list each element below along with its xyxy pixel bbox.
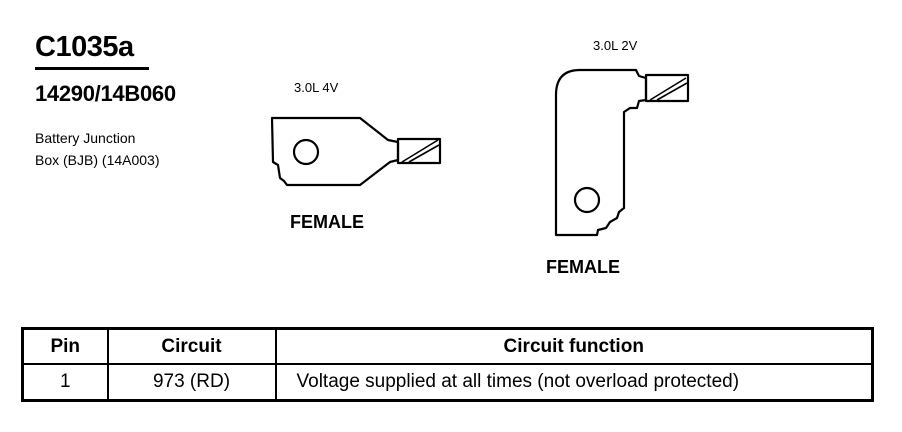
gender-label-2v: FEMALE <box>546 257 620 277</box>
description-line-2: Box (BJB) (14A003) <box>35 152 160 168</box>
title-underline <box>35 67 149 70</box>
pin-table: Pin Circuit Circuit function 1 973 (RD) … <box>21 327 874 402</box>
header-circuit-function: Circuit function <box>274 327 874 365</box>
female-terminal-straight-icon <box>270 116 442 187</box>
cell-circuit-function: Voltage supplied at all times (not overl… <box>274 363 874 402</box>
header-pin: Pin <box>21 327 109 365</box>
description-line-1: Battery Junction <box>35 130 136 146</box>
part-number: 14290/14B060 <box>35 81 176 106</box>
view-label-2v: 3.0L 2V <box>593 38 638 53</box>
female-terminal-angled-icon <box>554 68 690 237</box>
gender-label-4v: FEMALE <box>290 212 364 232</box>
table-row: 1 973 (RD) Voltage supplied at all times… <box>21 363 874 402</box>
header-circuit: Circuit <box>106 327 277 365</box>
view-label-4v: 3.0L 4V <box>294 80 339 95</box>
table-header-row: Pin Circuit Circuit function <box>21 327 874 365</box>
connector-id: C1035a <box>35 31 134 63</box>
cell-pin: 1 <box>21 363 109 402</box>
cell-circuit: 973 (RD) <box>106 363 277 402</box>
